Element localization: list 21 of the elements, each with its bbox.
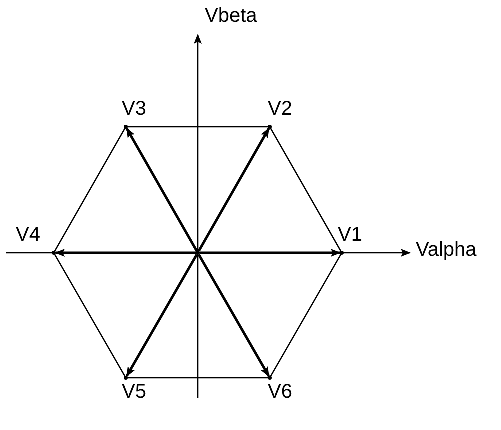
vector-arrow <box>200 249 341 257</box>
vertex-point <box>268 125 272 129</box>
vertex-point <box>52 251 56 255</box>
vertex-point <box>124 376 128 380</box>
vertex-point <box>340 251 344 255</box>
vector-label: V1 <box>338 225 362 245</box>
vector-label: V5 <box>122 382 146 402</box>
vector-label: V6 <box>268 382 292 402</box>
vector-arrow <box>126 254 198 378</box>
vector-label: V2 <box>268 99 292 119</box>
vector-arrow <box>198 254 270 378</box>
axis-label: Valpha <box>416 240 477 260</box>
vector-arrow <box>126 128 198 252</box>
vector-arrow <box>55 249 196 257</box>
vertex-point <box>268 376 272 380</box>
vector-label: V3 <box>122 99 146 119</box>
axis-label: Vbeta <box>205 6 258 26</box>
vertex-point <box>124 125 128 129</box>
vector-arrow <box>198 128 270 252</box>
vertex-point <box>196 251 200 255</box>
vector-label: V4 <box>16 225 40 245</box>
